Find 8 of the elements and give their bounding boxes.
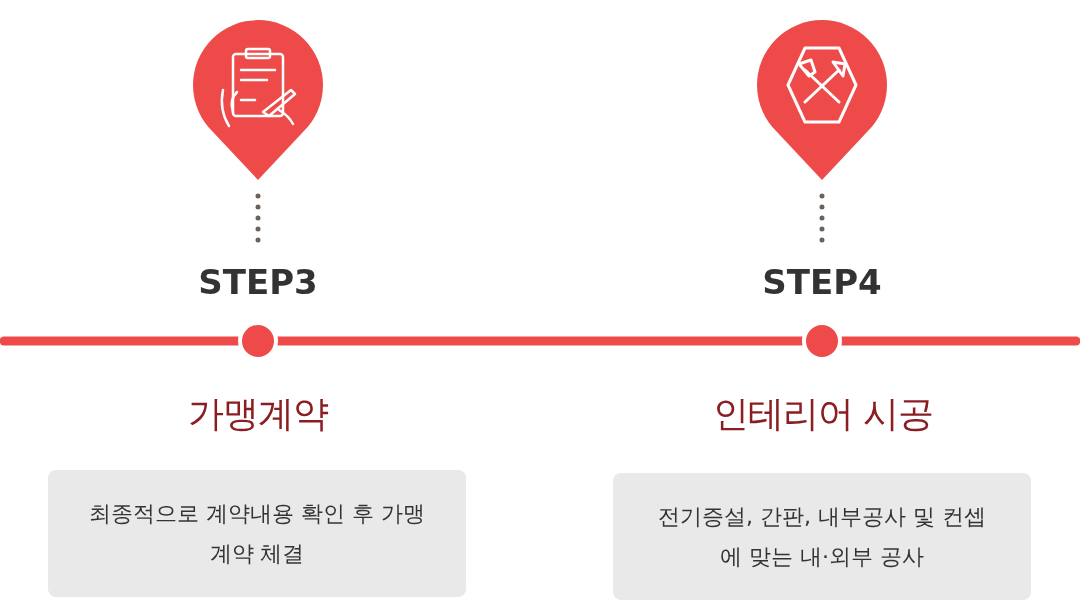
step-title: 가맹계약 xyxy=(187,392,329,436)
map-pin-marker xyxy=(193,20,323,182)
step-title: 인테리어 시공 xyxy=(711,392,935,436)
step-label: STEP4 xyxy=(722,262,922,302)
step-label: STEP3 xyxy=(158,262,358,302)
description-text: 전기증설, 간판, 내부공사 및 컨셉에 맞는 내·외부 공사 xyxy=(657,502,987,571)
description-text: 최종적으로 계약내용 확인 후 가맹계약 체결 xyxy=(88,499,426,568)
map-pin-marker xyxy=(757,20,887,182)
